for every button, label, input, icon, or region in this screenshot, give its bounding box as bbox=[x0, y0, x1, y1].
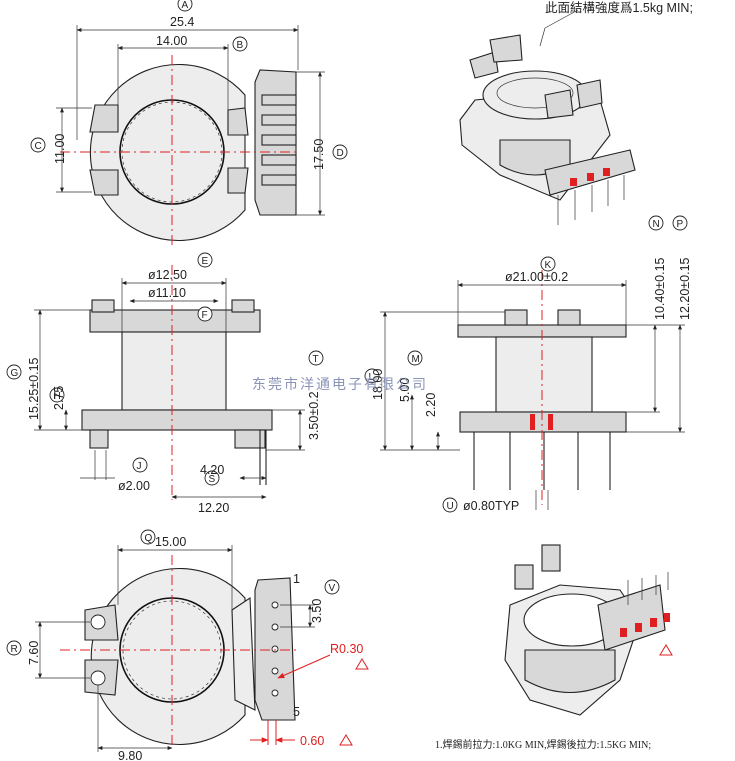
pin-5-label: 5 bbox=[293, 705, 300, 719]
svg-text:P: P bbox=[677, 219, 684, 230]
svg-text:L: L bbox=[369, 372, 375, 383]
svg-text:C: C bbox=[35, 141, 42, 152]
svg-text:M: M bbox=[412, 354, 420, 365]
dim-p: 12.20±0.15 bbox=[678, 257, 692, 320]
dim-a: 25.4 bbox=[170, 15, 194, 29]
dim-n: 10.40±0.15 bbox=[653, 257, 667, 320]
dim-e: ø12.50 bbox=[148, 268, 187, 282]
dim-m2: 2.20 bbox=[424, 393, 438, 417]
dim-j: ø2.00 bbox=[118, 479, 150, 493]
front-view-right bbox=[380, 270, 685, 510]
iso-view-bottom bbox=[504, 544, 673, 716]
watermark: 东莞市洋通电子有限公司 bbox=[252, 376, 428, 393]
dim-l: 18.00 bbox=[371, 369, 385, 400]
dim-d: 17.50 bbox=[312, 139, 326, 170]
dim-f: ø11.10 bbox=[148, 286, 186, 300]
dim-v: 3.50 bbox=[310, 599, 324, 623]
dim-r030: R0.30 bbox=[330, 642, 363, 656]
svg-text:V: V bbox=[329, 583, 336, 594]
dim-u: ø0.80TYP bbox=[463, 499, 519, 513]
label-markers: A B C D E F G H J S T K L M N P U Q R V bbox=[6, 0, 688, 656]
svg-text:Q: Q bbox=[145, 533, 153, 544]
svg-text:H: H bbox=[54, 391, 61, 402]
dim-m: 5.00 bbox=[398, 378, 412, 402]
svg-text:T: T bbox=[313, 354, 319, 365]
dim-r2: 9.80 bbox=[118, 749, 142, 761]
svg-text:F: F bbox=[202, 310, 208, 321]
svg-text:R: R bbox=[11, 644, 18, 655]
dim-s2: 12.20 bbox=[198, 501, 229, 515]
pin-1-label: 1 bbox=[293, 572, 300, 586]
bottom-view bbox=[35, 545, 369, 752]
svg-text:A: A bbox=[182, 0, 189, 11]
svg-text:J: J bbox=[137, 461, 142, 472]
iso-view-top bbox=[459, 9, 636, 225]
dim-k: ø21.00±0.2 bbox=[505, 270, 568, 284]
dim-q: 15.00 bbox=[155, 535, 186, 549]
dim-t: 3.50±0.2 bbox=[307, 391, 321, 440]
svg-text:E: E bbox=[202, 256, 209, 267]
top-view bbox=[56, 25, 325, 245]
dim-h: 2.75 bbox=[52, 386, 66, 410]
side-view-left bbox=[34, 265, 305, 500]
dim-g: 15.25±0.15 bbox=[27, 357, 41, 420]
svg-text:U: U bbox=[447, 501, 454, 512]
dim-c: 11.00 bbox=[53, 134, 67, 164]
svg-text:B: B bbox=[237, 40, 244, 51]
dim-s: 4.20 bbox=[200, 463, 224, 477]
svg-text:G: G bbox=[11, 368, 19, 379]
bottom-note: 1.焊錫前拉力:1.0KG MIN,焊錫後拉力:1.5KG MIN; bbox=[435, 738, 651, 751]
dim-w: 0.60 bbox=[300, 734, 324, 748]
dim-r: 7.60 bbox=[27, 641, 41, 665]
top-note: 此面結構強度爲1.5kg MIN; bbox=[545, 0, 693, 15]
svg-text:D: D bbox=[337, 148, 344, 159]
svg-text:K: K bbox=[545, 260, 552, 271]
svg-text:S: S bbox=[209, 474, 216, 485]
svg-text:N: N bbox=[653, 219, 660, 230]
dim-b: 14.00 bbox=[156, 34, 187, 48]
